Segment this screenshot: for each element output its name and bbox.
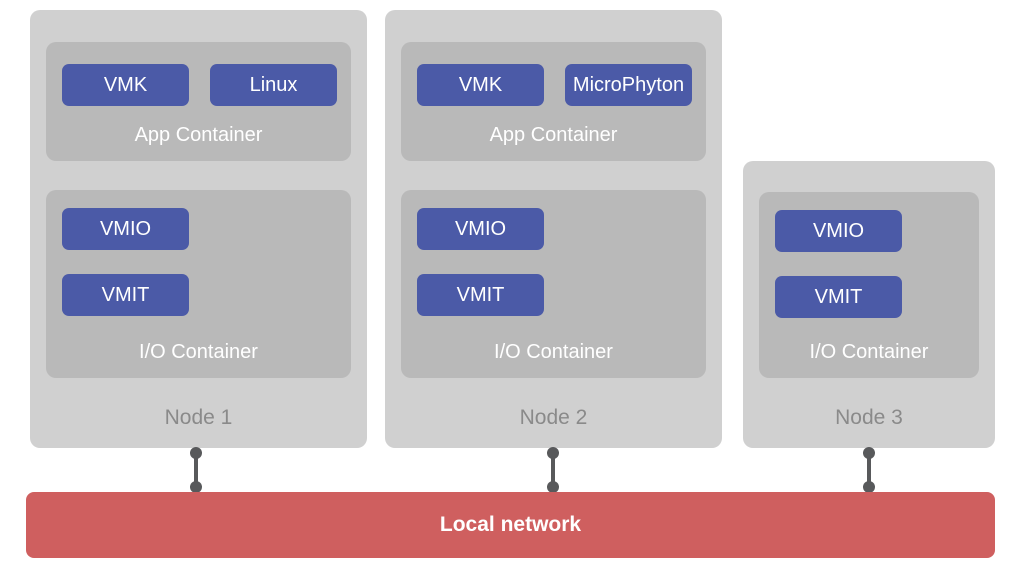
vm-chip-vmk: VMK <box>417 64 544 106</box>
vm-chip-vmit: VMIT <box>417 274 544 316</box>
vm-chip-vmio: VMIO <box>775 210 902 252</box>
io-container-label: I/O Container <box>139 341 258 363</box>
node-1-app-container: VMK Linux App Container <box>46 42 351 161</box>
node-1-label: Node 1 <box>164 406 233 429</box>
vm-chip-vmit: VMIT <box>62 274 189 316</box>
node-2-app-container: VMK MicroPhyton App Container <box>401 42 706 161</box>
node-3-label: Node 3 <box>835 406 903 429</box>
node-1-network-connector <box>190 447 202 493</box>
node-1-panel: VMK Linux App Container VMIO VMIT I/O Co… <box>30 10 367 448</box>
node-2-label: Node 2 <box>519 406 588 429</box>
vm-chip-vmio: VMIO <box>62 208 189 250</box>
app-container-label: App Container <box>134 124 263 146</box>
vm-chip-linux: Linux <box>210 64 337 106</box>
node-3-io-container: VMIO VMIT I/O Container <box>759 192 979 378</box>
io-container-label: I/O Container <box>809 341 929 363</box>
node-3-network-connector <box>863 447 875 493</box>
node-2-network-connector <box>547 447 559 493</box>
node-2-io-container: VMIO VMIT I/O Container <box>401 190 706 378</box>
vm-chip-vmk: VMK <box>62 64 189 106</box>
vm-chip-microphyton: MicroPhyton <box>565 64 692 106</box>
node-3-panel: VMIO VMIT I/O Container Node 3 <box>743 161 995 448</box>
app-container-label: App Container <box>489 124 618 146</box>
node-1-io-container: VMIO VMIT I/O Container <box>46 190 351 378</box>
local-network-label: Local network <box>439 513 582 536</box>
io-container-label: I/O Container <box>494 341 613 363</box>
vm-chip-vmio: VMIO <box>417 208 544 250</box>
vm-chip-vmit: VMIT <box>775 276 902 318</box>
node-2-panel: VMK MicroPhyton App Container VMIO VMIT … <box>385 10 722 448</box>
local-network-bar: Local network <box>26 492 995 558</box>
